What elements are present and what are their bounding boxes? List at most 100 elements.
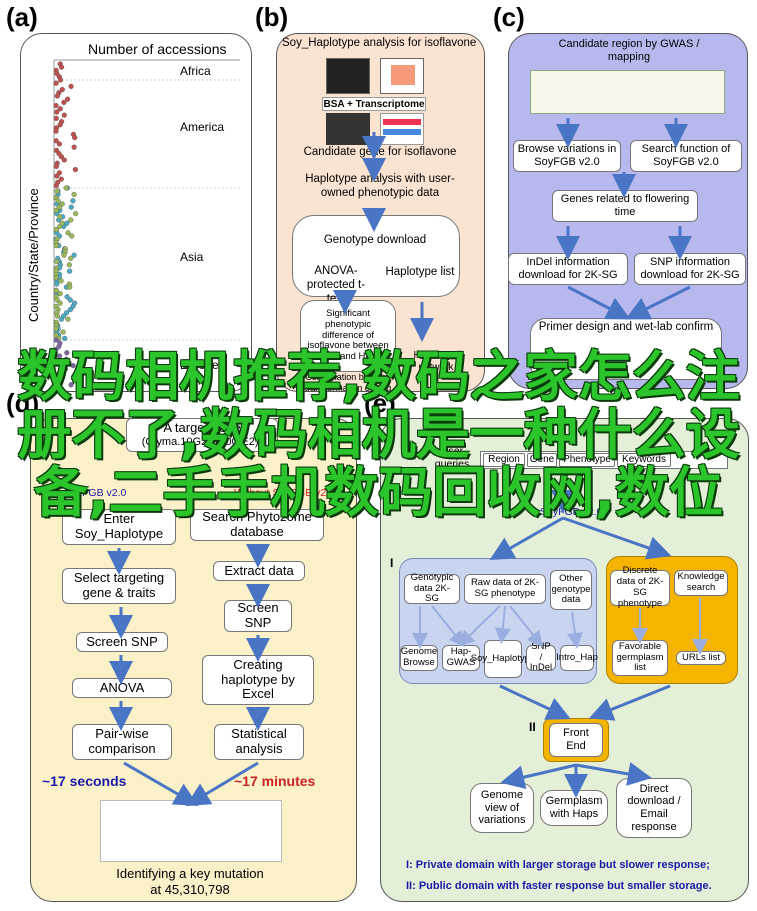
accession-dot (62, 335, 68, 342)
accession-dot (71, 144, 77, 150)
result-line1: Identifying a key mutation (116, 866, 264, 881)
accession-dot (53, 227, 59, 233)
panel-e-label: (e) (364, 388, 396, 418)
expression-thumbnail-icon (380, 113, 424, 145)
accession-dot (66, 268, 73, 274)
accession-dot (57, 77, 64, 83)
accession-dot (66, 262, 72, 268)
haplotype-network-text: Haplotype network (413, 350, 459, 373)
tab-keywords[interactable]: Keywords (617, 453, 671, 467)
domain-one-marker: I (390, 556, 394, 570)
accession-dot (57, 223, 63, 230)
accession-dot (54, 297, 60, 303)
accession-dot (70, 363, 76, 369)
accession-dot (53, 163, 60, 170)
accession-dot (53, 207, 59, 214)
accession-dot (53, 128, 59, 134)
legend-private: I: Private domain with larger storage bu… (406, 859, 710, 871)
time-without-text: ~17 minutes (234, 773, 316, 789)
favorable-germplasm-box: Favorable germplasm list (612, 640, 668, 676)
accession-dot (63, 185, 69, 191)
panel-b-label: (b) (255, 2, 289, 32)
tab-gene[interactable]: Gene (527, 453, 557, 467)
accession-dot (58, 176, 64, 182)
accession-dot (68, 204, 74, 210)
discrete-phenotype-box: Discrete data of 2K-SG phenotype (610, 565, 670, 609)
accession-dot (53, 243, 59, 249)
region-europe: Europe (180, 358, 219, 372)
result-line2: at 45,310,798 (150, 882, 230, 897)
without-soyfgb-text: Without SoyFGB v2.0 (234, 487, 335, 499)
result-boxplot-icon (100, 800, 282, 862)
search-phytozome-box: Search Phytozome database (190, 509, 324, 541)
gwas-thumbnail-icon (326, 58, 370, 94)
select-gene-traits-box: Select targeting gene & traits (62, 568, 176, 604)
accession-dot (54, 173, 60, 179)
candidate-region-text: Candidate region by GWAS / mapping (558, 38, 700, 64)
other-genotype-box: Other genotype data (550, 570, 592, 610)
accession-dot (53, 138, 59, 144)
accession-dot (58, 316, 65, 322)
accession-dot (55, 359, 61, 366)
accession-dot (56, 214, 63, 220)
time-with-text: ~17 seconds (42, 773, 127, 789)
accession-dot (65, 316, 71, 322)
region-america: America (180, 120, 225, 134)
accession-dot (53, 275, 59, 281)
accession-dot (70, 198, 76, 204)
accession-dot (64, 350, 70, 356)
accession-dot (59, 201, 65, 207)
accession-dot (61, 252, 67, 258)
accession-dot (63, 310, 70, 316)
accession-dot (57, 106, 63, 112)
accession-dot (64, 96, 71, 102)
accession-dot (57, 300, 63, 306)
creating-haplotype-box: Creating haplotype by Excel (202, 655, 314, 705)
accession-dot (56, 343, 62, 350)
accession-dot (68, 382, 74, 388)
panel-a-label: (a) (6, 2, 38, 32)
confirmation-text: Confirmation by gene transformation edit… (304, 372, 392, 393)
accession-dot (53, 80, 59, 86)
accession-dot (53, 347, 59, 353)
accession-dot (53, 379, 59, 385)
target-gene-box (126, 418, 278, 452)
accession-dot (68, 255, 74, 262)
domain-two-marker: II (529, 720, 536, 734)
search-function-box: Search function of SoyFGB v2.0 (630, 140, 742, 172)
accession-dot (68, 83, 74, 90)
enter-soy-haplotype-box: Enter Soy_Haplotype (62, 509, 176, 545)
accession-dot (72, 135, 78, 141)
accession-dot (53, 337, 59, 343)
accession-dot (54, 259, 60, 265)
knowledge-search-box: Knowledge search (674, 570, 728, 596)
accession-dot (53, 326, 59, 332)
accession-dot (59, 86, 65, 93)
accession-dot (67, 307, 74, 313)
region-africa: Africa (180, 64, 211, 78)
accession-dot (54, 93, 60, 99)
accession-dot (67, 284, 73, 290)
scatter-thumbnail-icon (380, 58, 424, 94)
tab-region[interactable]: Region (483, 453, 525, 467)
accession-dot (72, 167, 79, 173)
panel-a-title: Number of accessions (88, 41, 227, 57)
accession-dot (56, 141, 63, 147)
accession-dot (58, 278, 64, 284)
accession-dot (61, 99, 67, 106)
accession-dot (69, 233, 75, 239)
boxplot-chart-icon (530, 70, 725, 114)
panel-d-label: (d) (6, 388, 40, 418)
accession-dot (56, 204, 62, 210)
accession-dot (57, 122, 63, 128)
tab-phenotype[interactable]: Phenotype (559, 453, 615, 467)
accession-dot (61, 112, 67, 118)
soy-haplotype-box: Soy_Haplotype (471, 640, 535, 678)
user-queries-text: User queries (434, 445, 470, 470)
panel-c-label: (c) (493, 2, 525, 32)
haplotype-list-text: Haplotype list (385, 266, 455, 278)
accession-dot (54, 188, 60, 194)
accession-dot (53, 115, 59, 122)
accession-dot (60, 369, 67, 375)
